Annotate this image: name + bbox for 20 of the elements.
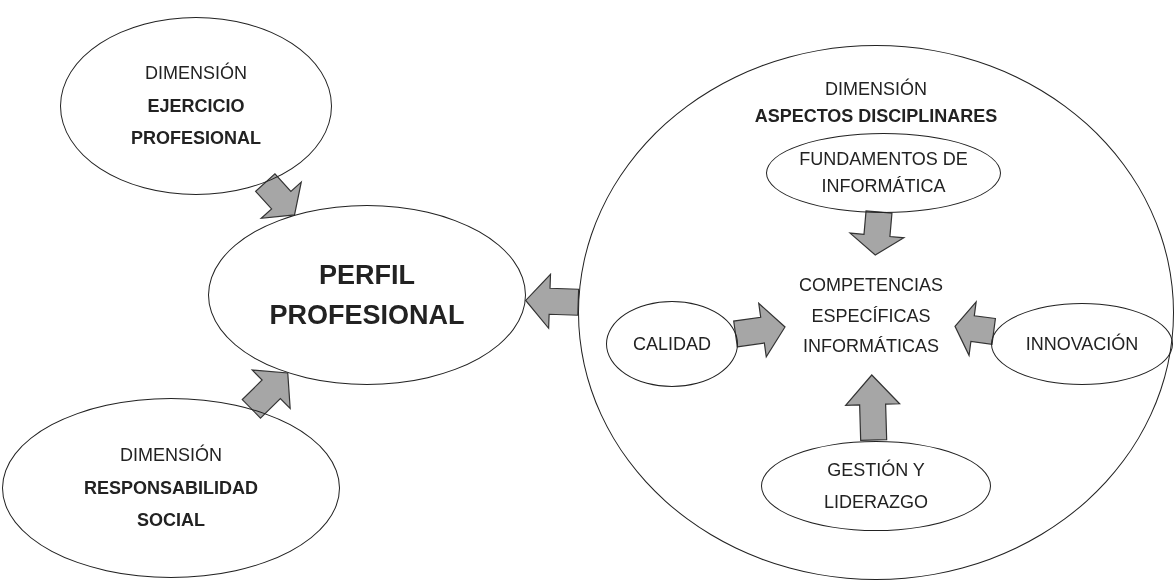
node-label: DIMENSIÓN xyxy=(120,443,222,468)
node-label: GESTIÓN Y LIDERAZGO xyxy=(823,458,929,514)
block-arrow xyxy=(241,369,291,419)
block-arrow xyxy=(254,173,303,220)
node-label: DIMENSIÓN xyxy=(145,61,247,86)
center-text: COMPETENCIAS ESPECÍFICAS INFORMÁTICAS xyxy=(786,256,956,376)
block-arrow xyxy=(524,272,580,330)
heading: RESPONSABILIDAD SOCIAL xyxy=(83,476,259,533)
node-label: CALIDAD xyxy=(633,332,711,356)
heading: ASPECTOS DISCIPLINARES xyxy=(754,105,998,128)
node-label: DIMENSIÓN xyxy=(825,77,927,101)
block-arrow xyxy=(844,374,901,441)
block-arrow xyxy=(848,210,906,256)
heading: PERFIL PROFESIONAL xyxy=(268,258,466,332)
node-label: INNOVACIÓN xyxy=(1025,332,1139,356)
block-arrow xyxy=(954,299,997,358)
heading: EJERCICIO PROFESIONAL xyxy=(130,94,262,151)
node-label: FUNDAMENTOS DE INFORMÁTICA xyxy=(798,148,969,198)
block-arrow xyxy=(733,301,786,359)
ellipse-node xyxy=(578,45,1174,580)
